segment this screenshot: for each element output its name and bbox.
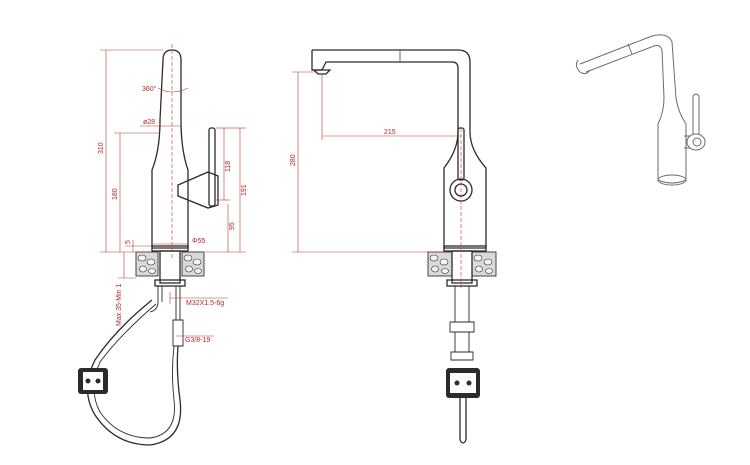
iso-lever-handle (692, 93, 700, 134)
isometric-view (575, 34, 706, 186)
iso-body (657, 97, 687, 184)
side-lever (177, 171, 219, 209)
iso-base (657, 174, 687, 186)
dim-height-lever-total: 191 (241, 184, 248, 196)
front-weight-screw-2 (466, 380, 472, 386)
dim-spout-reach: 215 (384, 129, 396, 136)
front-shank (451, 250, 473, 284)
iso-spout-seam (627, 43, 633, 55)
side-weight-screw-1 (85, 378, 91, 384)
dim-spout-diameter: ø28 (143, 119, 155, 126)
side-body-outline (151, 49, 189, 249)
side-hose (86, 299, 182, 446)
dim-rotation: 360° (142, 85, 157, 93)
dim-base-thickness: 5 (125, 240, 132, 244)
dim-thread-hose: G3/8-19 (185, 337, 210, 344)
dim-spout-height: 280 (290, 154, 297, 166)
side-nut (154, 279, 186, 287)
front-view (311, 49, 497, 444)
front-spout-arm (311, 49, 471, 132)
front-nut (446, 279, 478, 287)
dim-height-body: 180 (112, 188, 119, 200)
dim-base-diameter: Φ55 (192, 238, 205, 245)
dim-height-lever-base: 95 (229, 222, 236, 230)
side-pebbles (137, 254, 202, 274)
side-hose-inner (93, 303, 175, 439)
side-shank (159, 250, 181, 284)
front-body (443, 131, 487, 249)
dim-mounting-thickness: Max 35-Min 1 (116, 283, 123, 326)
side-hose-fitting (172, 286, 184, 347)
side-inlet-fitting (149, 286, 163, 313)
dim-thread-main: M32X1.5-6g (186, 300, 224, 307)
front-dimensions: 215 280 (290, 71, 461, 253)
side-dimensions: 310 180 360° ø28 118 191 95 5 Φ55 Max 3 (98, 49, 248, 344)
dim-height-lever: 118 (225, 161, 232, 172)
side-lever-handle (208, 127, 216, 207)
iso-lever-knob-inner (692, 137, 702, 147)
side-view (78, 44, 219, 446)
front-fittings (449, 286, 475, 361)
front-pebbles (429, 254, 493, 274)
iso-lever-knob (686, 133, 706, 151)
iso-spout (575, 34, 677, 99)
front-weight-screw-1 (454, 380, 460, 386)
dim-height-total: 310 (98, 142, 105, 154)
side-weight-screw-2 (95, 378, 101, 384)
front-hose (459, 398, 467, 444)
iso-lever-link (684, 135, 690, 149)
front-aerator (312, 69, 332, 75)
